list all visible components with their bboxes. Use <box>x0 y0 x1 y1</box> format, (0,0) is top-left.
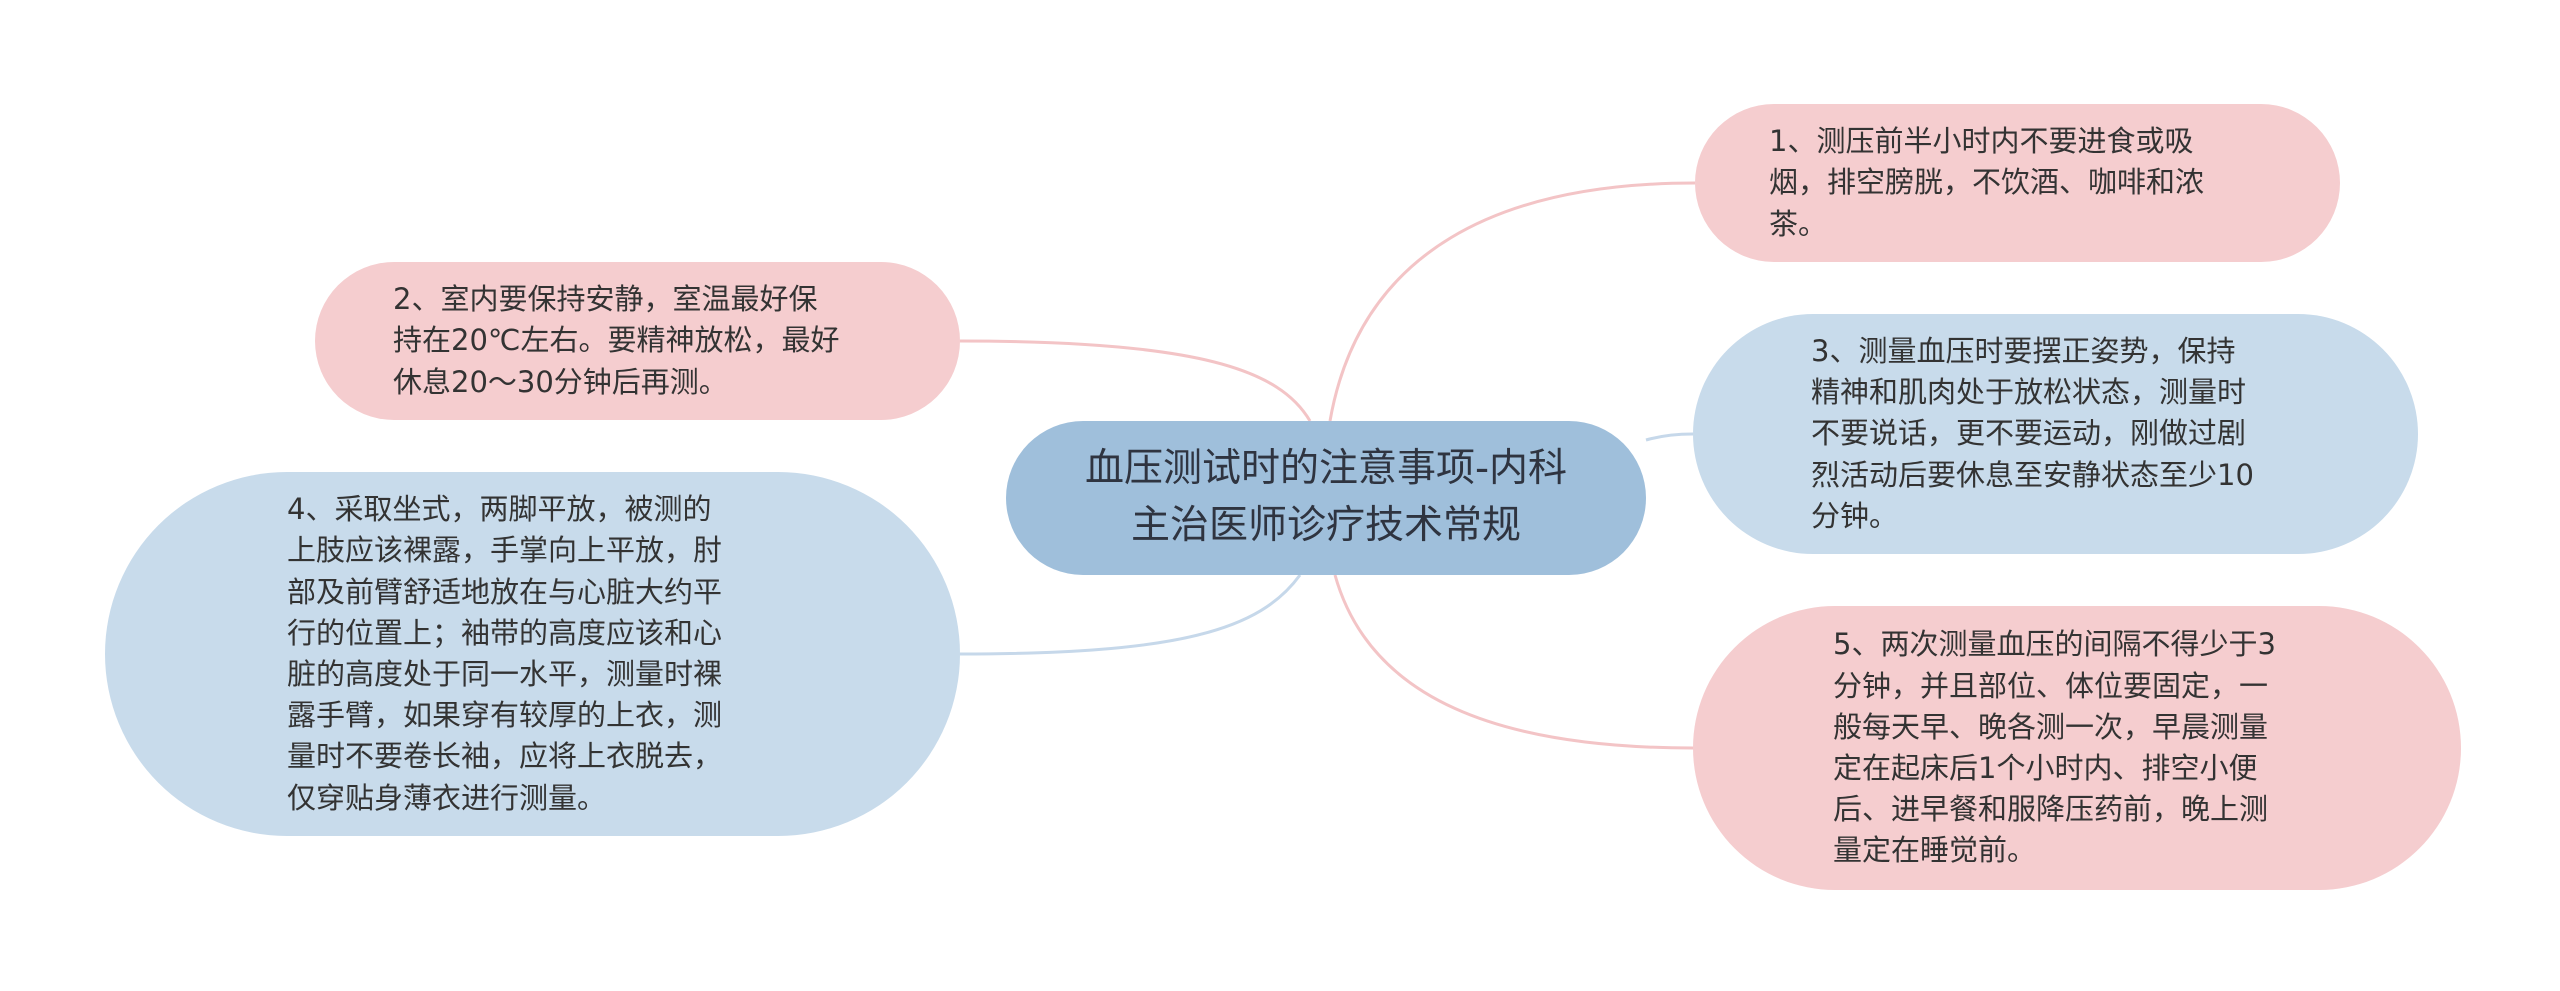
branch-node-3[interactable]: 3、测量血压时要摆正姿势，保持 精神和肌肉处于放松状态，测量时 不要说话，更不要… <box>1693 314 2418 554</box>
branch-node-1-text: 1、测压前半小时内不要进食或吸 烟，排空膀胱，不饮酒、咖啡和浓 茶。 <box>1769 124 2205 241</box>
connector-to-node-4 <box>959 574 1302 656</box>
branch-node-1[interactable]: 1、测压前半小时内不要进食或吸 烟，排空膀胱，不饮酒、咖啡和浓 茶。 <box>1695 104 2340 262</box>
branch-node-4-text: 4、采取坐式，两脚平放，被测的 上肢应该裸露，手掌向上平放，肘 部及前臂舒适地放… <box>287 492 723 815</box>
branch-node-5-text: 5、两次测量血压的间隔不得少于3 分钟，并且部位、体位要固定，一 般每天早、晚各… <box>1833 627 2276 868</box>
central-topic[interactable]: 血压测试时的注意事项-内科主治医师诊疗技术常规 <box>1006 421 1646 575</box>
branch-node-2[interactable]: 2、室内要保持安静，室温最好保 持在20℃左右。要精神放松，最好 休息20～30… <box>315 262 960 420</box>
connector-to-node-5 <box>1333 574 1694 750</box>
branch-node-3-text: 3、测量血压时要摆正姿势，保持 精神和肌肉处于放松状态，测量时 不要说话，更不要… <box>1811 334 2254 533</box>
branch-node-4[interactable]: 4、采取坐式，两脚平放，被测的 上肢应该裸露，手掌向上平放，肘 部及前臂舒适地放… <box>105 472 960 836</box>
connector-to-node-3 <box>1645 432 1694 442</box>
branch-node-5[interactable]: 5、两次测量血压的间隔不得少于3 分钟，并且部位、体位要固定，一 般每天早、晚各… <box>1693 606 2461 890</box>
connector-to-node-1 <box>1328 181 1696 422</box>
connector-to-node-2 <box>959 339 1312 422</box>
central-topic-title: 血压测试时的注意事项-内科主治医师诊疗技术常规 <box>1084 446 1568 548</box>
branch-node-2-text: 2、室内要保持安静，室温最好保 持在20℃左右。要精神放松，最好 休息20～30… <box>393 282 840 399</box>
